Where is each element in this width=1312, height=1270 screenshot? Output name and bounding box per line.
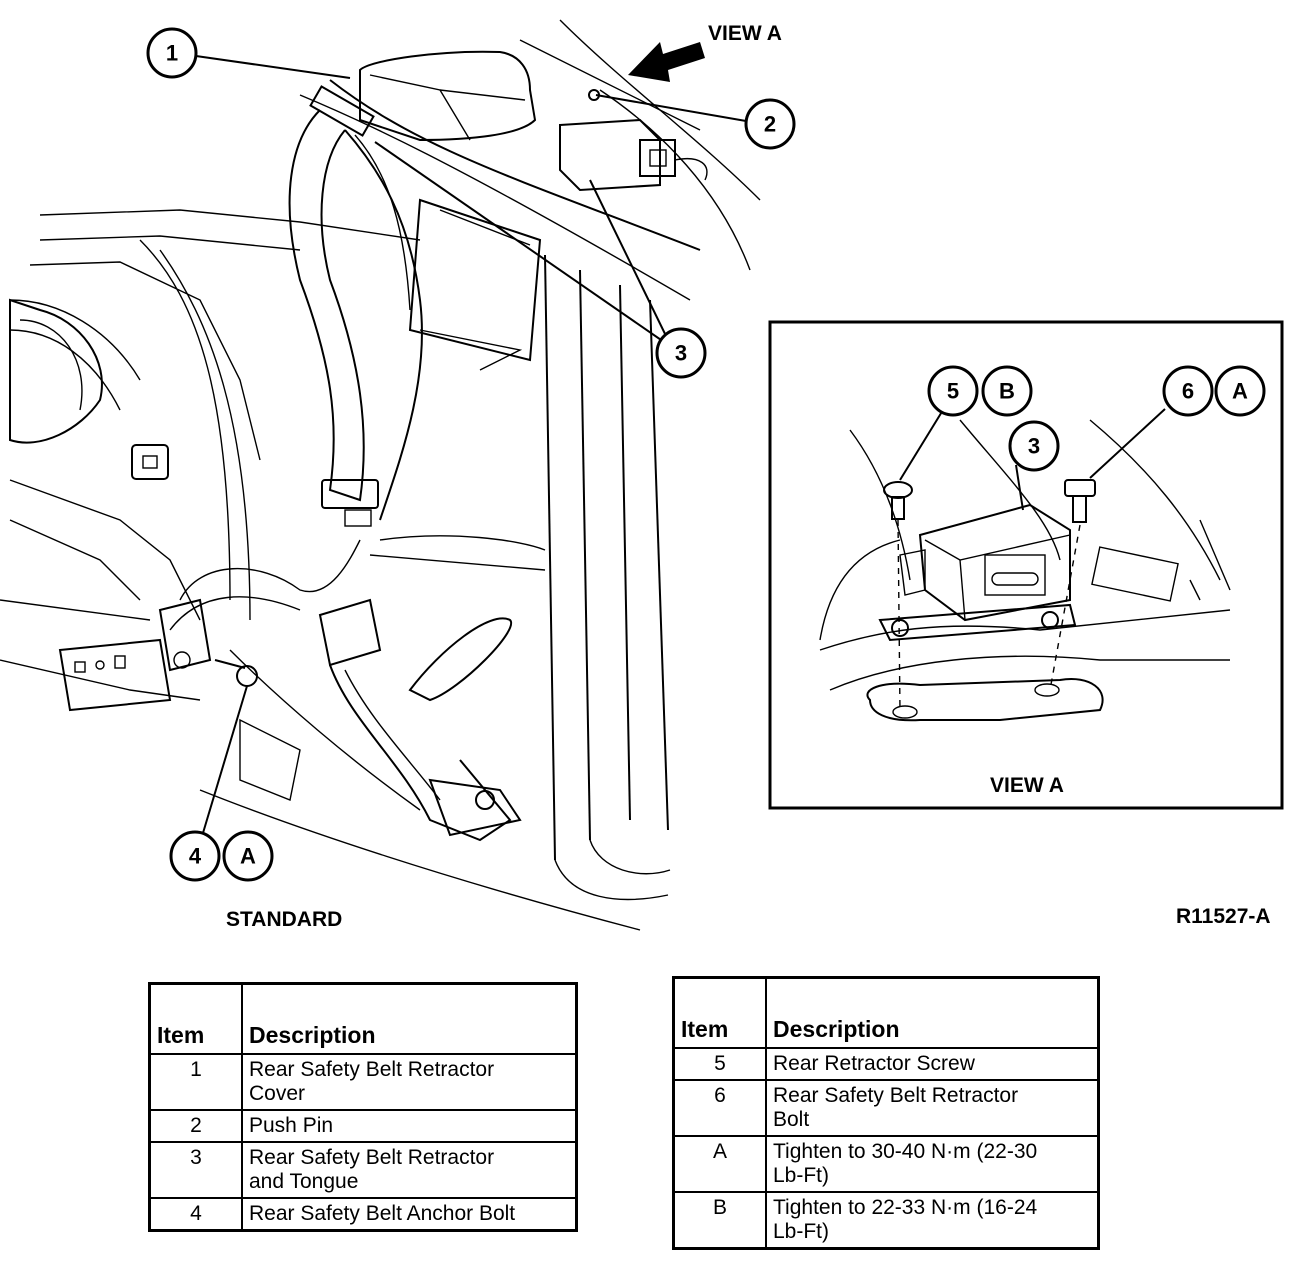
svg-text:B: B	[999, 379, 1015, 404]
table-row: 5 Rear Retractor Screw	[672, 1046, 1100, 1081]
svg-text:A: A	[1232, 379, 1248, 404]
callout-4: 4	[169, 830, 221, 882]
description: Push Pin	[249, 1113, 334, 1137]
description: Rear Safety Belt Retractor	[249, 1145, 495, 1169]
svg-text:3: 3	[1028, 434, 1040, 459]
description: Bolt	[773, 1107, 810, 1131]
description: and Tongue	[249, 1169, 359, 1193]
description: Rear Safety Belt Retractor	[249, 1057, 495, 1081]
standard-label: STANDARD	[226, 908, 343, 931]
callout-6: 6	[1162, 365, 1214, 417]
callout-1: 1	[146, 27, 198, 79]
description: Rear Retractor Screw	[773, 1051, 975, 1075]
col-description-header: Description	[765, 976, 1100, 1049]
svg-text:3: 3	[675, 341, 687, 366]
svg-text:5: 5	[947, 379, 959, 404]
table-row: 4 Rear Safety Belt Anchor Bolt	[148, 1196, 578, 1231]
callout-4-letter: A	[222, 830, 274, 882]
callout-2: 2	[744, 98, 796, 150]
svg-text:2: 2	[764, 112, 776, 137]
svg-text:4: 4	[189, 844, 202, 869]
figure-id: R11527-A	[1176, 905, 1271, 928]
view-a-inset-label: VIEW A	[990, 774, 1064, 797]
item-number: A	[672, 1134, 767, 1193]
callout-6-letter: A	[1214, 365, 1266, 417]
item-number: 4	[148, 1196, 243, 1231]
callout-3: 3	[655, 327, 707, 379]
callout-5: 5	[927, 365, 979, 417]
standard-illustration	[0, 19, 761, 931]
svg-text:6: 6	[1182, 379, 1194, 404]
item-number: 3	[148, 1140, 243, 1199]
svg-text:1: 1	[166, 41, 178, 66]
item-number: 2	[148, 1108, 243, 1143]
legend-table-right: Item Description 5 Rear Retractor Screw …	[672, 976, 1100, 1250]
description: Tighten to 22-33 N·m (16-24	[773, 1195, 1038, 1219]
table-row: 2 Push Pin	[148, 1108, 578, 1143]
col-item-header: Item	[672, 976, 767, 1049]
description: Rear Safety Belt Anchor Bolt	[249, 1201, 516, 1225]
description: Rear Safety Belt Retractor	[773, 1083, 1019, 1107]
callout-5-letter: B	[981, 365, 1033, 417]
svg-text:A: A	[240, 844, 256, 869]
item-number: 6	[672, 1078, 767, 1137]
legend-table-left: Item Description 1 Rear Safety Belt Retr…	[148, 982, 578, 1232]
item-number: 5	[672, 1046, 767, 1081]
description: Cover	[249, 1081, 306, 1105]
leader-lines	[195, 55, 747, 834]
callout-3-inset: 3	[1008, 420, 1060, 472]
col-description-header: Description	[241, 982, 578, 1055]
view-a-top-label: VIEW A	[708, 22, 782, 45]
description: Lb-Ft)	[773, 1163, 830, 1187]
col-item-header: Item	[148, 982, 243, 1055]
item-number: B	[672, 1190, 767, 1249]
description: Tighten to 30-40 N·m (22-30	[773, 1139, 1038, 1163]
item-number: 1	[148, 1052, 243, 1111]
description: Lb-Ft)	[773, 1219, 830, 1243]
